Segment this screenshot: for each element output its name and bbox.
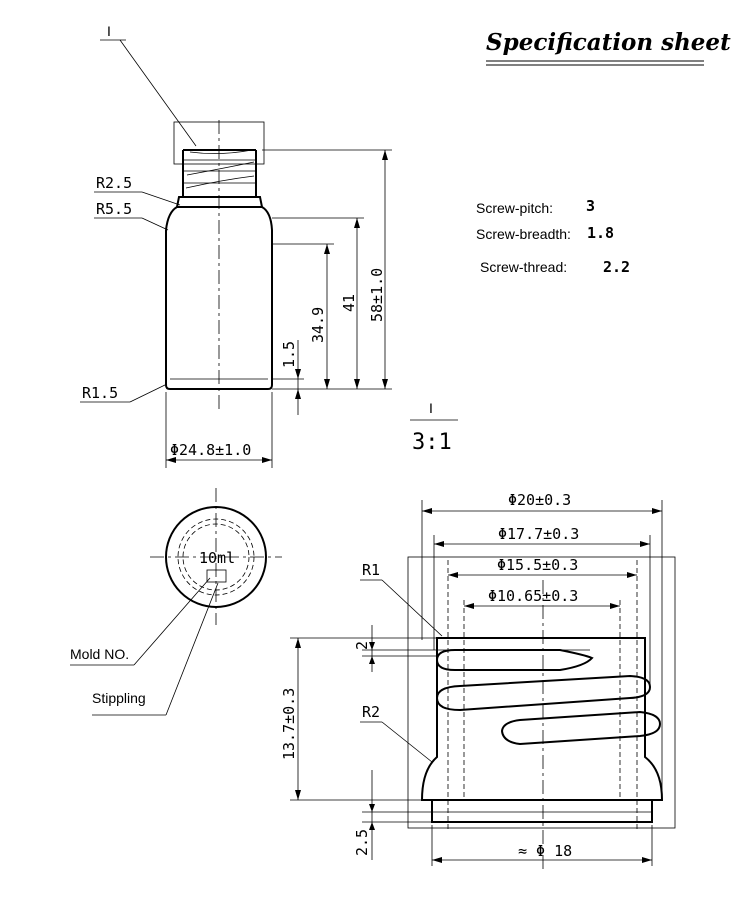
stippling-label: Stippling xyxy=(92,690,146,706)
dia-bore-label: Φ10.65±0.3 xyxy=(488,587,578,605)
base-thickness-label: 1.5 xyxy=(280,341,298,368)
detail-scale: 3:1 xyxy=(412,430,452,455)
pitch-label: Screw-pitch: xyxy=(476,200,553,216)
radius-shoulder-label: R5.5 xyxy=(96,200,132,218)
sheet-title: Specification sheet xyxy=(486,29,731,56)
dia-outer-label: Φ20±0.3 xyxy=(508,491,571,509)
bottle-bottom-view xyxy=(150,488,282,625)
radius-neck-label: R2.5 xyxy=(96,174,132,192)
dia-root-label: Φ15.5±0.3 xyxy=(497,556,578,574)
height-shoulder-label: 41 xyxy=(340,294,358,312)
radius-base-label: R1.5 xyxy=(82,384,118,402)
neck-height-dims xyxy=(290,625,590,860)
height-total-label: 58±1.0 xyxy=(368,268,386,322)
capacity-label: 10ml xyxy=(199,549,235,567)
breadth-label: Screw-breadth: xyxy=(476,226,571,242)
thread-offset-label: 2 xyxy=(353,641,371,650)
ring-height-label: 2.5 xyxy=(353,829,371,856)
radius-bottom-label: R2 xyxy=(362,703,380,721)
neck-diameter-dims xyxy=(421,500,663,866)
bottle-side-view xyxy=(165,120,273,412)
detail-marker-top: I xyxy=(107,23,111,39)
neck-height-label: 13.7±0.3 xyxy=(280,688,298,760)
detail-marker: I xyxy=(429,400,433,416)
thread-specs: Screw-pitch: 3 Screw-breadth: 1.8 Screw-… xyxy=(476,197,630,276)
height-dimensions xyxy=(262,149,392,415)
bottle-diameter-label: Φ24.8±1.0 xyxy=(170,441,251,459)
mold-number-label: Mold NO. xyxy=(70,646,129,662)
thread-label: Screw-thread: xyxy=(480,259,567,275)
dia-thread-label: Φ17.7±0.3 xyxy=(498,525,579,543)
pitch-value: 3 xyxy=(586,197,595,215)
breadth-value: 1.8 xyxy=(587,224,614,242)
mold-number-box xyxy=(206,569,227,583)
height-body-label: 34.9 xyxy=(309,307,327,343)
dia-base-label: ≈ Φ 18 xyxy=(518,842,572,860)
thread-value: 2.2 xyxy=(603,258,630,276)
radius-top-label: R1 xyxy=(362,561,380,579)
